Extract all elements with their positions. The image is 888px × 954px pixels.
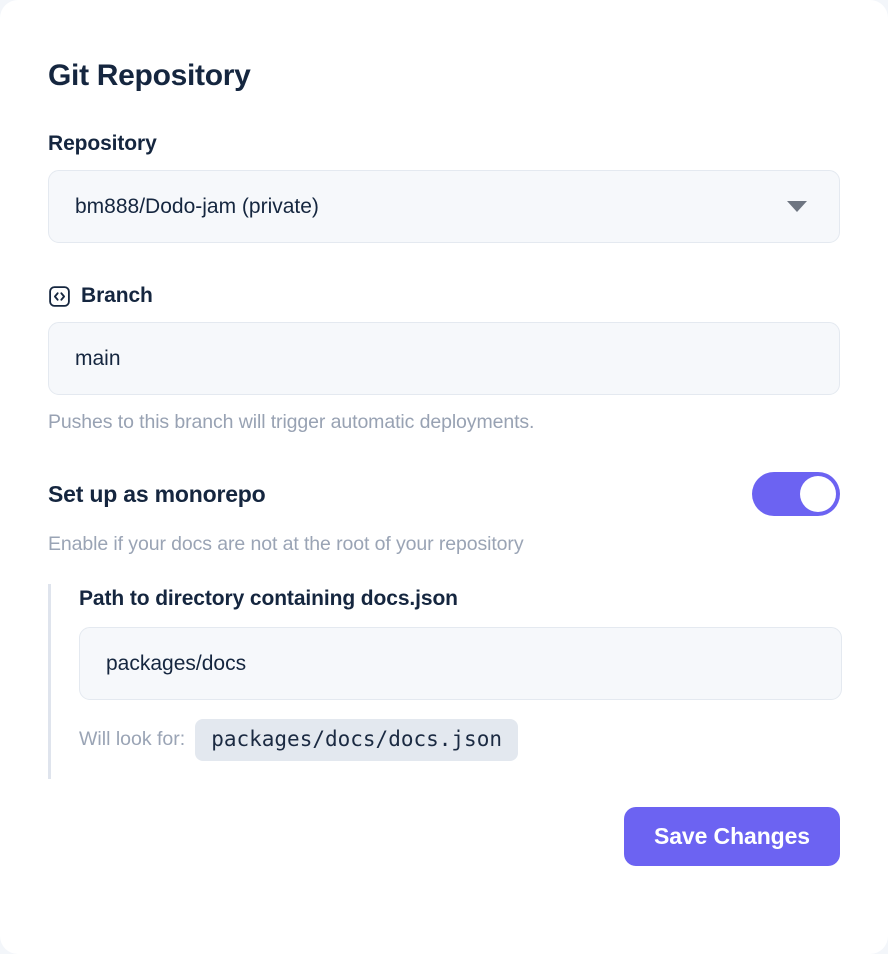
card-footer: Save Changes — [48, 806, 840, 866]
path-input[interactable]: packages/docs — [79, 627, 842, 701]
branch-input-value: main — [75, 346, 121, 370]
branch-input[interactable]: main — [48, 322, 840, 396]
save-changes-button[interactable]: Save Changes — [623, 806, 840, 866]
monorepo-toggle-switch[interactable] — [752, 472, 840, 517]
branch-helper-text: Pushes to this branch will trigger autom… — [48, 411, 535, 434]
path-field-label: Path to directory containing docs.json — [79, 587, 458, 611]
monorepo-toggle-description: Enable if your docs are not at the root … — [48, 533, 524, 556]
branch-label: Branch — [81, 284, 153, 308]
page-title: Git Repository — [48, 59, 251, 92]
repository-selected-value: bm888/Dodo-jam (private) — [75, 195, 319, 219]
path-input-value: packages/docs — [106, 651, 247, 675]
will-look-for-path-chip: packages/docs/docs.json — [195, 719, 518, 761]
monorepo-toggle-title: Set up as monorepo — [48, 480, 266, 507]
repository-select[interactable]: bm888/Dodo-jam (private) — [48, 170, 840, 244]
will-look-for-row: Will look for: packages/docs/docs.json — [79, 719, 813, 761]
monorepo-toggle-row: Set up as monorepo — [48, 472, 840, 517]
repository-label: Repository — [48, 132, 157, 155]
will-look-for-label: Will look for: — [79, 728, 186, 751]
monorepo-path-section: Path to directory containing docs.json p… — [48, 584, 842, 779]
toggle-knob — [800, 476, 836, 513]
repository-label-row: Repository — [48, 131, 840, 156]
branch-label-row: Branch — [48, 283, 840, 308]
chevron-down-icon — [787, 201, 807, 213]
code-brackets-icon — [48, 285, 71, 308]
